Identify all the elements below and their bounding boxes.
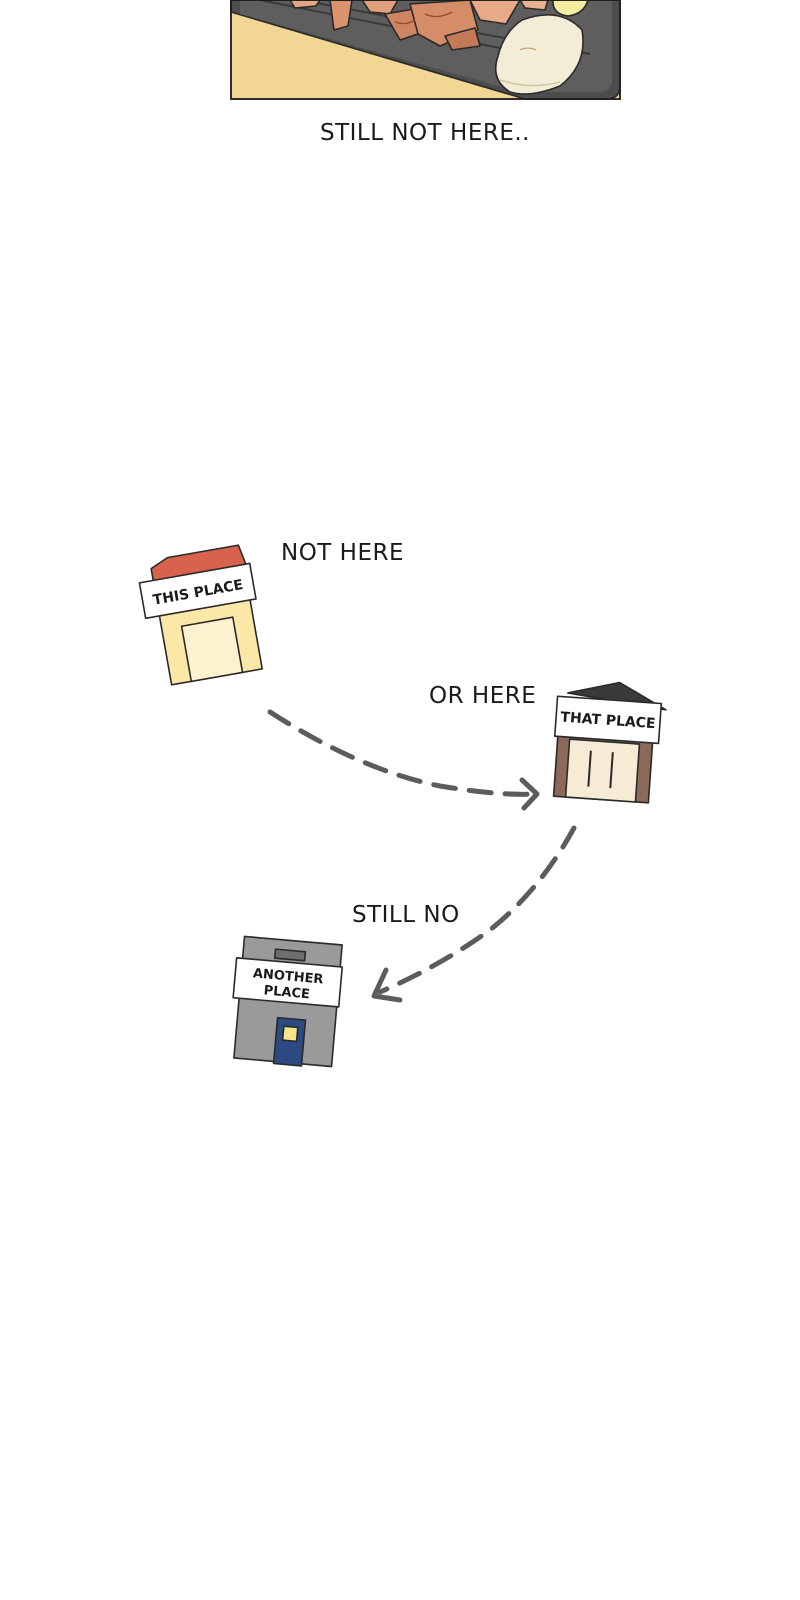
this-place-building: THIS PLACE [138,544,264,686]
panel-caption: STILL NOT HERE.. [320,120,530,146]
arrow-this-to-that [267,709,540,811]
another-place-building: ANOTHER PLACE [232,935,344,1068]
sign-another-place-line1: ANOTHER [252,966,324,987]
meat-pieces [289,0,549,51]
caption-or-here: OR HERE [429,683,536,709]
sign-that-place: THAT PLACE [560,710,656,733]
sign-another-place-line2: PLACE [263,983,310,1002]
arrow-that-to-another [371,825,577,1003]
caption-not-here: NOT HERE [281,540,404,566]
grill-panel [230,0,621,100]
caption-still-no: STILL NO [352,902,460,928]
garlic-slices [494,0,589,95]
that-place-building: THAT PLACE [552,681,667,804]
